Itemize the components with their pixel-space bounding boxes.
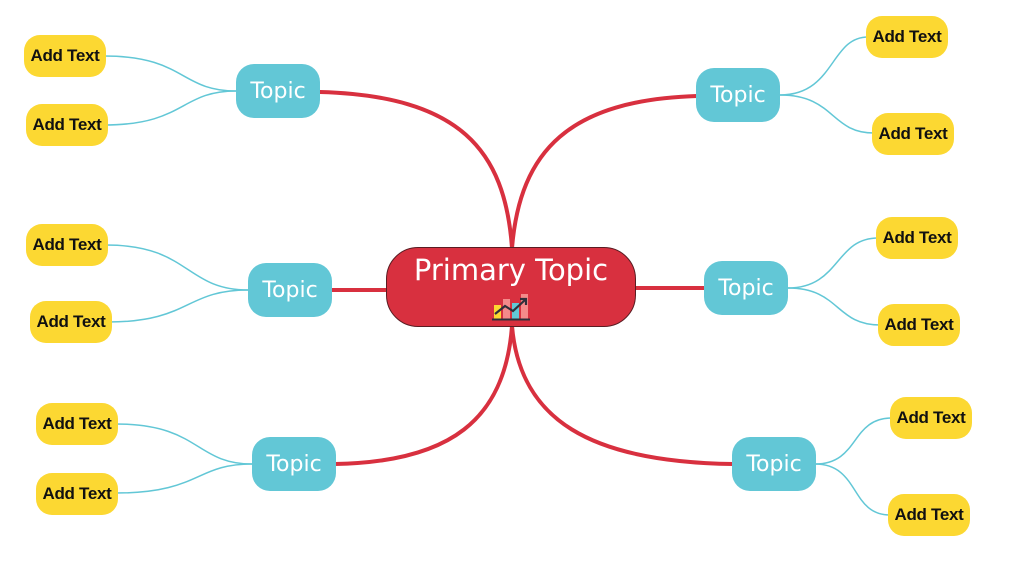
- primary-topic-title: Primary Topic: [413, 253, 609, 287]
- leaf-label: Add Text: [878, 124, 948, 143]
- branch-line-bottom-right: [510, 324, 735, 466]
- leaf-node[interactable]: Add Text: [878, 304, 960, 346]
- primary-topic-node[interactable]: Primary Topic: [386, 247, 636, 327]
- branch-line-bottom-left: [333, 324, 514, 466]
- leaf-node[interactable]: Add Text: [30, 301, 112, 343]
- leaf-line: [115, 423, 253, 465]
- topic-node-bottom-right[interactable]: Topic: [732, 437, 816, 491]
- topic-label: Topic: [266, 451, 322, 477]
- topic-node-top-right[interactable]: Topic: [696, 68, 780, 122]
- topic-node-top-left[interactable]: Topic: [236, 64, 320, 118]
- leaf-node[interactable]: Add Text: [24, 35, 106, 77]
- leaf-line: [115, 463, 253, 494]
- branch-line-top-right: [510, 94, 699, 250]
- topic-label: Topic: [262, 277, 318, 303]
- leaf-line: [103, 55, 237, 92]
- leaf-label: Add Text: [42, 414, 112, 433]
- topic-node-bottom-left[interactable]: Topic: [252, 437, 336, 491]
- leaf-line: [814, 463, 891, 516]
- leaf-line: [779, 36, 869, 96]
- leaf-node[interactable]: Add Text: [876, 217, 958, 259]
- leaf-label: Add Text: [30, 46, 100, 65]
- leaf-label: Add Text: [872, 27, 942, 46]
- leaf-node[interactable]: Add Text: [26, 224, 108, 266]
- topic-label: Topic: [746, 451, 802, 477]
- leaf-node[interactable]: Add Text: [890, 397, 972, 439]
- branch-line-top-left: [318, 90, 514, 250]
- leaf-label: Add Text: [42, 484, 112, 503]
- leaf-line: [105, 244, 249, 291]
- chart-icon: [492, 294, 530, 321]
- leaf-line: [787, 287, 881, 326]
- leaf-label: Add Text: [894, 505, 964, 524]
- leaf-node[interactable]: Add Text: [888, 494, 970, 536]
- topic-label: Topic: [250, 78, 306, 104]
- topic-label: Topic: [718, 275, 774, 301]
- leaf-line: [787, 237, 879, 289]
- topic-node-middle-left[interactable]: Topic: [248, 263, 332, 317]
- leaf-line: [814, 417, 893, 465]
- leaf-line: [103, 90, 237, 126]
- leaf-label: Add Text: [896, 408, 966, 427]
- leaf-node[interactable]: Add Text: [36, 403, 118, 445]
- leaf-label: Add Text: [32, 115, 102, 134]
- leaf-line: [107, 289, 249, 323]
- leaf-label: Add Text: [36, 312, 106, 331]
- leaf-label: Add Text: [882, 228, 952, 247]
- leaf-node[interactable]: Add Text: [872, 113, 954, 155]
- leaf-node[interactable]: Add Text: [36, 473, 118, 515]
- leaf-label: Add Text: [32, 235, 102, 254]
- leaf-line: [779, 94, 875, 134]
- leaf-node[interactable]: Add Text: [26, 104, 108, 146]
- leaf-node[interactable]: Add Text: [866, 16, 948, 58]
- topic-label: Topic: [710, 82, 766, 108]
- topic-node-middle-right[interactable]: Topic: [704, 261, 788, 315]
- leaf-label: Add Text: [884, 315, 954, 334]
